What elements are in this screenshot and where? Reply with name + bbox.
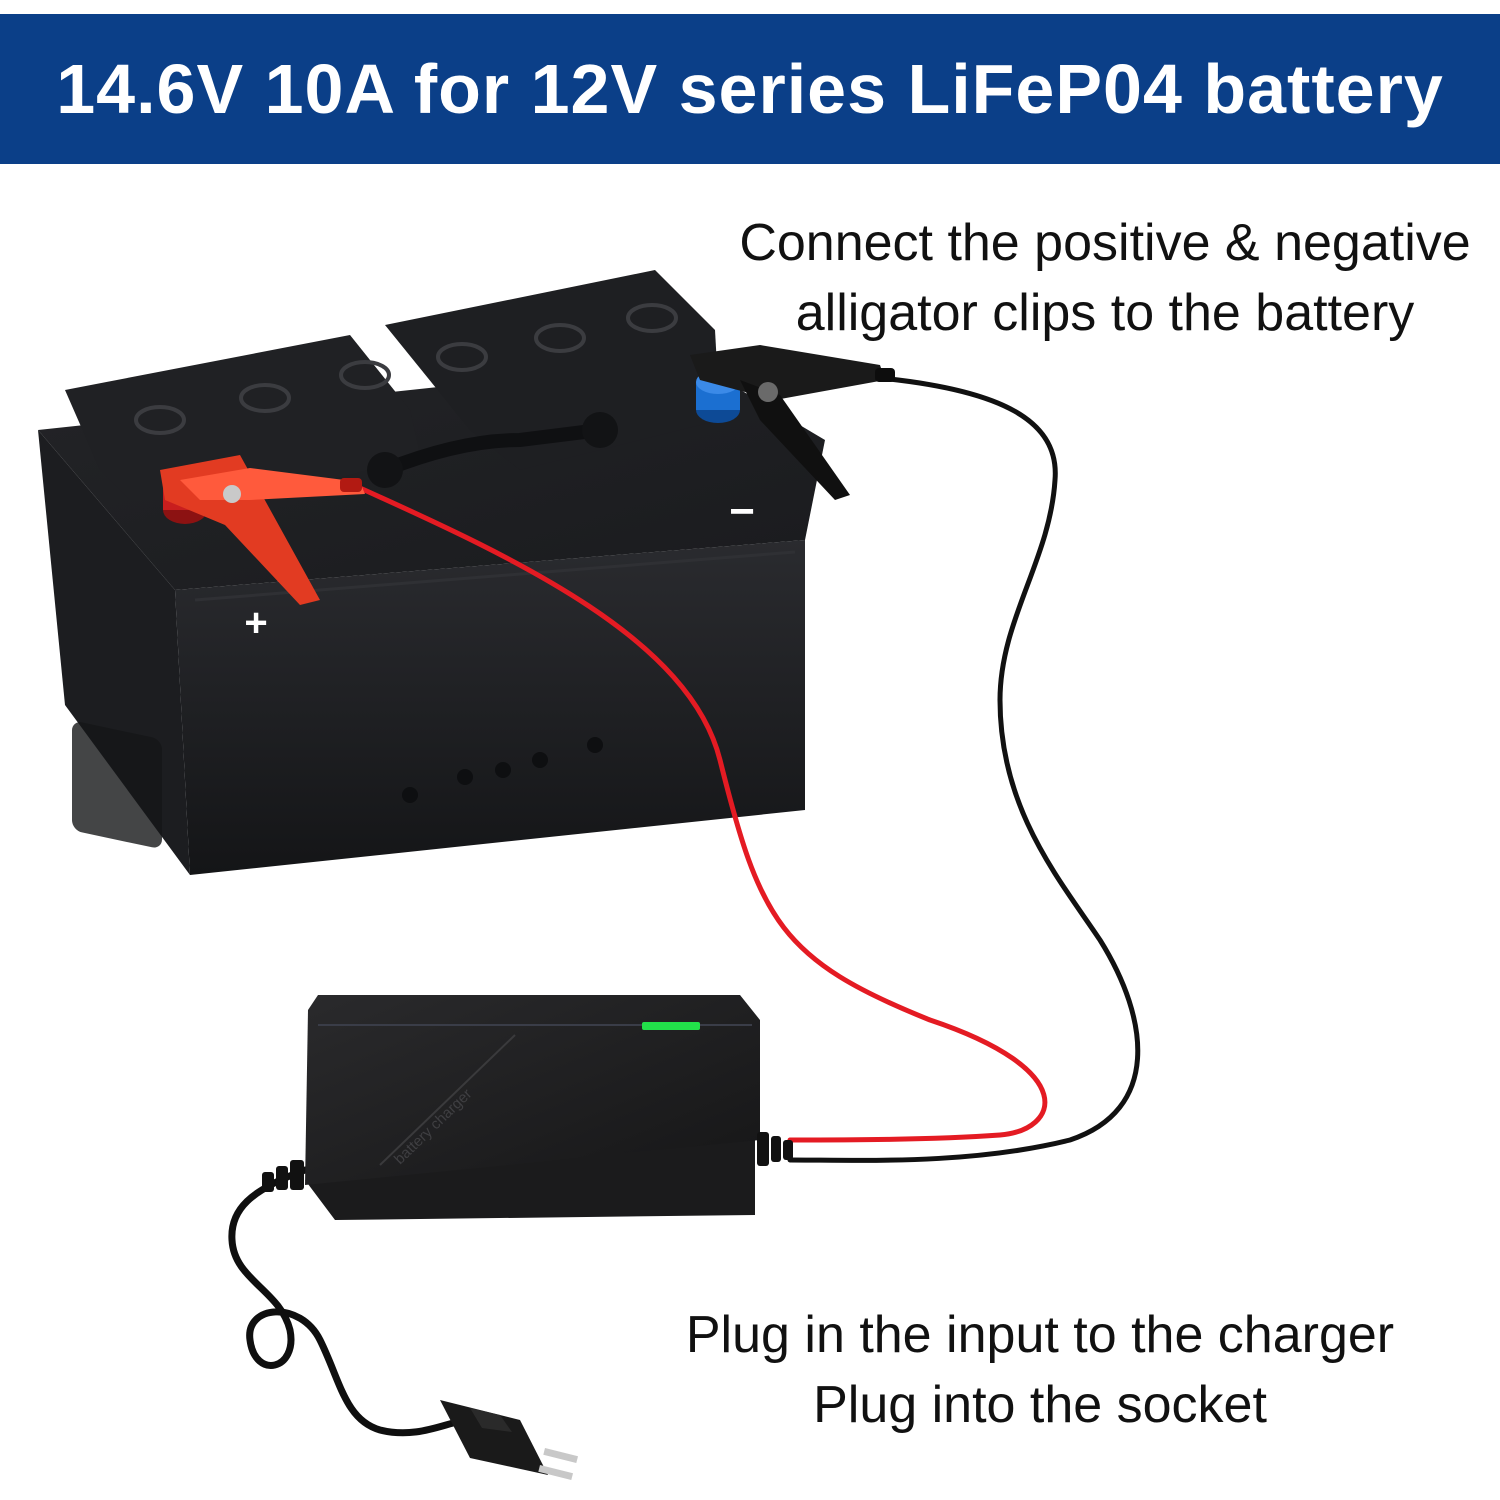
title-banner: 14.6V 10A for 12V series LiFeP04 battery — [0, 14, 1500, 164]
charger-top-face — [305, 995, 760, 1185]
battery-lid-right — [385, 270, 720, 470]
battery-front-face — [175, 540, 805, 875]
negative-alligator-clip — [690, 345, 895, 500]
connect-instruction-line-1: Connect the positive & negative — [739, 214, 1471, 272]
battery-charger-unit: battery charger — [262, 995, 793, 1220]
plug-in-instruction: Plug in the input to the charger Plug in… — [640, 1300, 1440, 1440]
charger-status-led — [642, 1022, 700, 1030]
battery-bottom-studs — [402, 737, 603, 803]
car-battery: + − — [38, 270, 825, 875]
ac-wall-plug — [440, 1400, 578, 1481]
connect-instruction-line-2: alligator clips to the battery — [795, 284, 1415, 342]
positive-alligator-clip — [160, 455, 365, 605]
banner-title: 14.6V 10A for 12V series LiFeP04 battery — [56, 50, 1444, 128]
plug-instruction-line-2: Plug into the socket — [813, 1376, 1267, 1434]
connect-clips-instruction: Connect the positive & negative alligato… — [720, 208, 1490, 348]
battery-handle — [378, 423, 607, 477]
negative-polarity-label: − — [729, 487, 755, 536]
negative-cable — [787, 375, 1141, 1163]
plug-instruction-line-1: Plug in the input to the charger — [685, 1306, 1395, 1364]
vent-caps — [134, 303, 678, 435]
positive-cable — [357, 485, 1048, 1143]
ac-power-cord — [228, 1166, 474, 1437]
battery-lid-left — [65, 335, 420, 500]
positive-polarity-label: + — [244, 601, 267, 645]
